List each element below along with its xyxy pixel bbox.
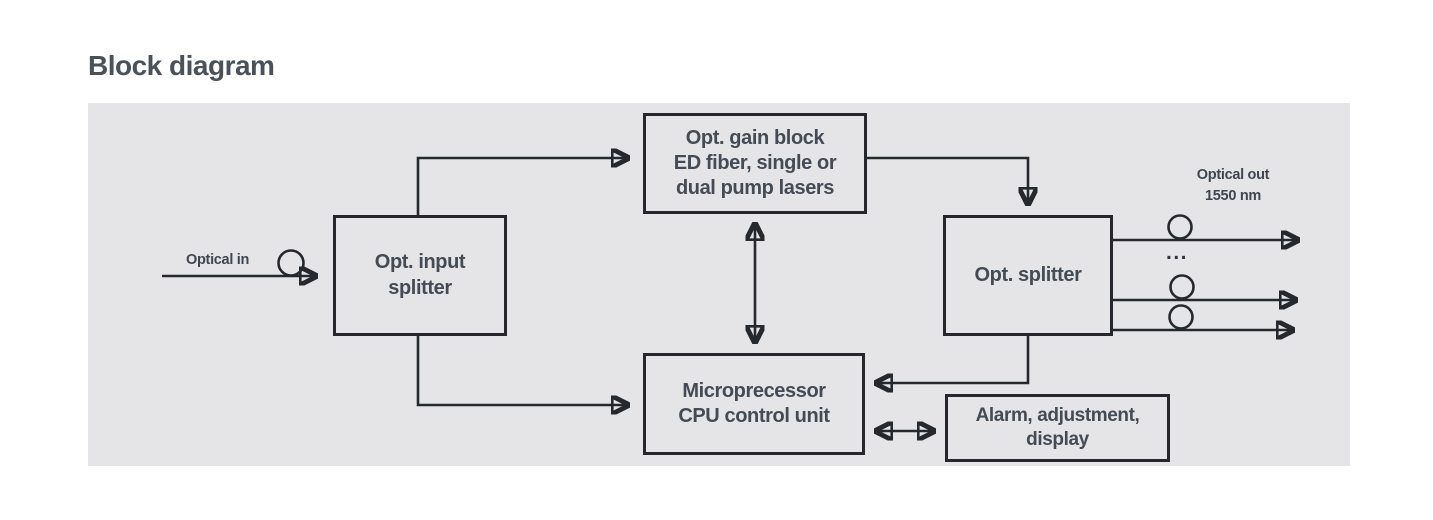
node-cpu-control-unit: Microprecessor CPU control unit	[643, 353, 865, 455]
optical-out-label: Optical out 1550 nm	[1196, 167, 1270, 205]
node-opt-input-splitter: Opt. input splitter	[333, 215, 507, 336]
page-title: Block diagram	[88, 50, 275, 81]
node-opt-splitter: Opt. splitter	[943, 215, 1113, 336]
node-opt-splitter-label: Opt. splitter	[974, 263, 1082, 286]
diagram-panel	[88, 103, 1350, 466]
node-opt-gain-block-label: Opt. gain block ED fiber, single or dual…	[673, 126, 837, 200]
more-outputs-ellipsis: ...	[1166, 241, 1189, 264]
node-alarm-adjustment-display-label: Alarm, adjustment, display	[975, 405, 1140, 450]
node-cpu-control-unit-label: Microprecessor CPU control unit	[678, 379, 830, 427]
node-opt-input-splitter-label: Opt. input splitter	[374, 251, 466, 299]
node-opt-gain-block: Opt. gain block ED fiber, single or dual…	[643, 113, 867, 214]
optical-in-label: Optical in	[186, 252, 250, 268]
node-alarm-adjustment-display: Alarm, adjustment, display	[945, 394, 1170, 462]
